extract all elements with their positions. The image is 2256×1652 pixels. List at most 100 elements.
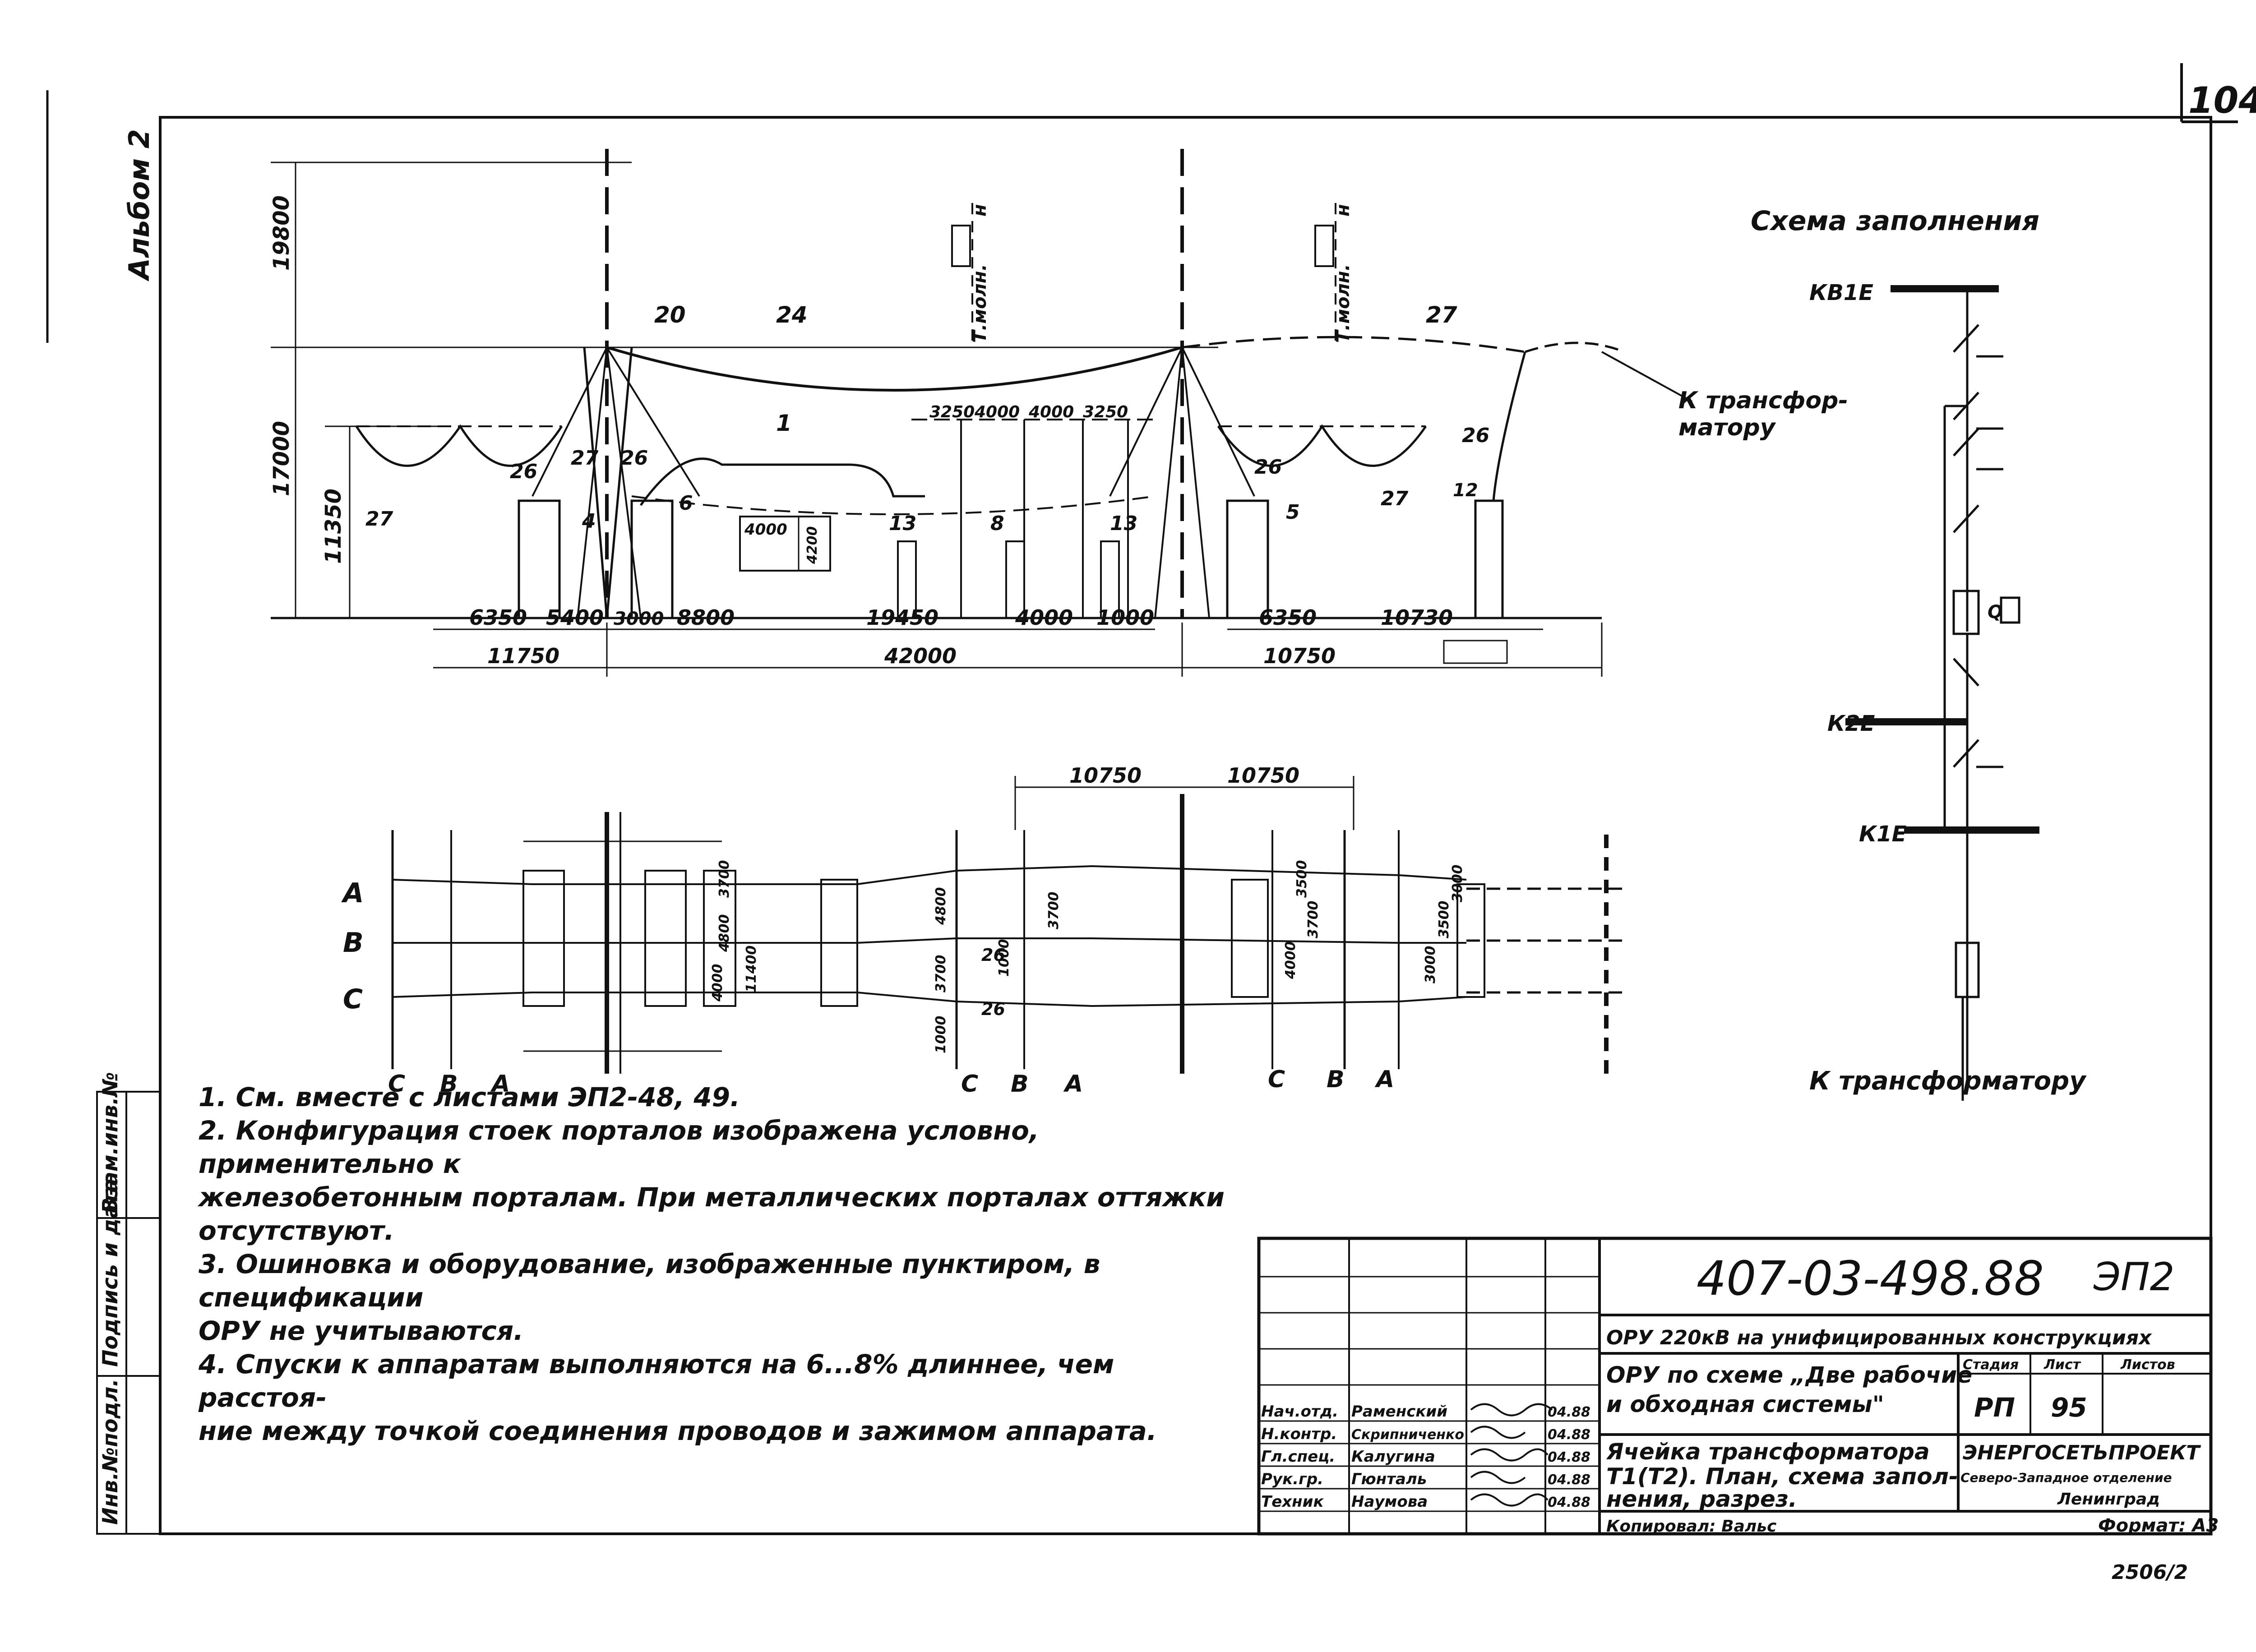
elevation-section bbox=[271, 149, 1692, 677]
general-notes: 1. См. вместе с листами ЭП2-48, 49. 2. К… bbox=[199, 1080, 1236, 1448]
plan-dim-s11: 3500 bbox=[1294, 860, 1310, 898]
label-6: 6 bbox=[679, 492, 693, 515]
to-transformer-line: К трансфор- bbox=[1678, 387, 1848, 414]
top-dim-0: 3250 bbox=[929, 403, 975, 421]
label-4: 4 bbox=[582, 510, 596, 533]
dim-10730: 10730 bbox=[1381, 605, 1453, 630]
staff-date-4: 04.88 bbox=[1548, 1495, 1590, 1510]
plan-bottom-b1: B bbox=[440, 1071, 458, 1098]
plan-label-26a: 26 bbox=[981, 945, 1005, 965]
side-stamp-strip bbox=[96, 1091, 161, 1535]
drawing-frame bbox=[159, 116, 2212, 1535]
format-label: Формат: А3 bbox=[2098, 1515, 2219, 1536]
label-27d: 27 bbox=[1381, 487, 1409, 510]
plan-dim-10750b: 10750 bbox=[1227, 763, 1299, 788]
plan-bottom-a3: A bbox=[1374, 1066, 1394, 1093]
label-8: 8 bbox=[990, 512, 1004, 535]
note-line-3: отсутствуют. bbox=[199, 1215, 394, 1246]
note-line-1: 2. Конфигурация стоек порталов изображен… bbox=[199, 1115, 1040, 1179]
label-20: 20 bbox=[654, 302, 686, 328]
plan-dim-s1: 4800 bbox=[717, 914, 732, 953]
staff-role-1: Н.контр. bbox=[1261, 1425, 1337, 1443]
staff-name-0: Раменский bbox=[1351, 1403, 1447, 1421]
plan-dim-s8: 1000 bbox=[996, 939, 1012, 977]
label-1: 1 bbox=[776, 410, 792, 436]
plan-dim-s13: 3500 bbox=[1436, 901, 1452, 939]
copy-note: Копировал: Вальс bbox=[1606, 1517, 1776, 1536]
label-26a: 26 bbox=[510, 460, 537, 483]
staff-role-0: Нач.отд. bbox=[1261, 1403, 1338, 1421]
stage-value: РП bbox=[1974, 1392, 2015, 1423]
doc-code: 407-03-498.88 bbox=[1697, 1251, 2044, 1306]
staff-name-3: Гюнталь bbox=[1351, 1470, 1427, 1488]
dim-6350b: 6350 bbox=[1259, 605, 1317, 630]
note-line-4: 3. Ошиновка и оборудование, изображенные… bbox=[199, 1249, 1100, 1313]
title-block bbox=[1257, 1237, 2213, 1536]
dim-1000: 1000 bbox=[1096, 605, 1154, 630]
sheet-code: ЭП2 bbox=[2093, 1255, 2174, 1300]
note-line-6: 4. Спуски к аппаратам выполняются на 6..… bbox=[199, 1349, 1114, 1413]
plan-dim-s14: 3000 bbox=[1450, 865, 1465, 903]
staff-date-3: 04.88 bbox=[1548, 1472, 1590, 1488]
box-dim-0: 4000 bbox=[744, 521, 787, 539]
height-11350: 11350 bbox=[321, 489, 346, 564]
arrester-tag-1: н bbox=[970, 204, 990, 217]
label-13a: 13 bbox=[889, 512, 916, 535]
label-5: 5 bbox=[1286, 501, 1300, 524]
scheme-name-1: ОРУ по схеме „Две рабочие bbox=[1606, 1362, 1972, 1388]
plan-dim-s9: 4000 bbox=[1283, 941, 1299, 980]
album-label: Альбом 2 bbox=[123, 129, 156, 282]
scheme-to-transformer: К трансформатору bbox=[1809, 1066, 2087, 1096]
dim-6350a: 6350 bbox=[469, 605, 527, 630]
dim-11750: 11750 bbox=[487, 644, 559, 668]
plan-dim-s0: 3700 bbox=[717, 860, 732, 898]
plan-label-26b: 26 bbox=[981, 999, 1005, 1019]
project-name: ОРУ 220кВ на унифицированных конструкция… bbox=[1606, 1326, 2152, 1349]
box-dim-1: 4200 bbox=[804, 526, 820, 565]
scheme-bus-kv1e: КВ1Е bbox=[1809, 280, 1873, 305]
scheme-title: Схема заполнения bbox=[1751, 205, 2039, 237]
arrester-tag-2: н bbox=[1333, 204, 1354, 217]
sheet-title-3: нения, разрез. bbox=[1606, 1486, 1797, 1512]
label-27a: 27 bbox=[1426, 302, 1457, 328]
staff-date-0: 04.88 bbox=[1548, 1404, 1590, 1420]
staff-role-2: Гл.спец. bbox=[1261, 1448, 1335, 1466]
plan-dim-s12: 3000 bbox=[1423, 946, 1438, 984]
label-13b: 13 bbox=[1110, 512, 1137, 535]
plan-dim-s3: 11400 bbox=[744, 946, 759, 992]
signatures bbox=[1470, 1403, 1553, 1507]
height-17000: 17000 bbox=[269, 421, 294, 496]
dim-8800: 8800 bbox=[677, 605, 735, 630]
height-19800: 19800 bbox=[269, 195, 294, 271]
note-line-7: ние между точкой соединения проводов и з… bbox=[199, 1416, 1157, 1446]
arrester-label-2: Т.молн. bbox=[1333, 264, 1354, 343]
label-27b: 27 bbox=[571, 447, 599, 470]
dim-3000: 3000 bbox=[614, 609, 664, 629]
dim-4000: 4000 bbox=[1015, 605, 1073, 630]
page-number: 104 bbox=[2188, 79, 2256, 121]
label-26c: 26 bbox=[1254, 456, 1282, 479]
label-27c: 27 bbox=[365, 508, 393, 531]
arrester-label-1: Т.молн. bbox=[970, 264, 990, 343]
org-name-1: ЭНЕРГОСЕТЬПРОЕКТ bbox=[1963, 1441, 2201, 1464]
plan-bottom-c1: C bbox=[388, 1071, 405, 1098]
scheme-bus-k2e: К2Е bbox=[1827, 711, 1875, 736]
org-name-2: Северо-Западное отделение bbox=[1960, 1470, 2172, 1485]
scheme-bus-k1e: К1Е bbox=[1859, 821, 1907, 847]
sheet-title-2: Т1(Т2). План, схема запол- bbox=[1606, 1463, 1958, 1490]
staff-date-1: 04.88 bbox=[1548, 1427, 1590, 1443]
plan-dim-s5: 3700 bbox=[933, 955, 949, 993]
filling-scheme bbox=[1845, 285, 2039, 1101]
scheme-name-2: и обходная системы" bbox=[1606, 1391, 1884, 1417]
note-line-5: ОРУ не учитываются. bbox=[199, 1315, 524, 1346]
dim-19450: 19450 bbox=[866, 605, 938, 630]
plan-bottom-c3: C bbox=[1268, 1066, 1285, 1093]
sheet-header: Лист bbox=[2043, 1357, 2081, 1373]
plan-dim-10750a: 10750 bbox=[1069, 763, 1142, 788]
plan-bottom-c2: C bbox=[961, 1071, 978, 1098]
bottom-code: 2506/2 bbox=[2112, 1561, 2188, 1584]
page-number-box: 104 bbox=[2180, 63, 2256, 123]
plan-view bbox=[391, 776, 1624, 1074]
staff-role-4: Техник bbox=[1261, 1493, 1324, 1511]
dim-5400: 5400 bbox=[546, 605, 604, 630]
